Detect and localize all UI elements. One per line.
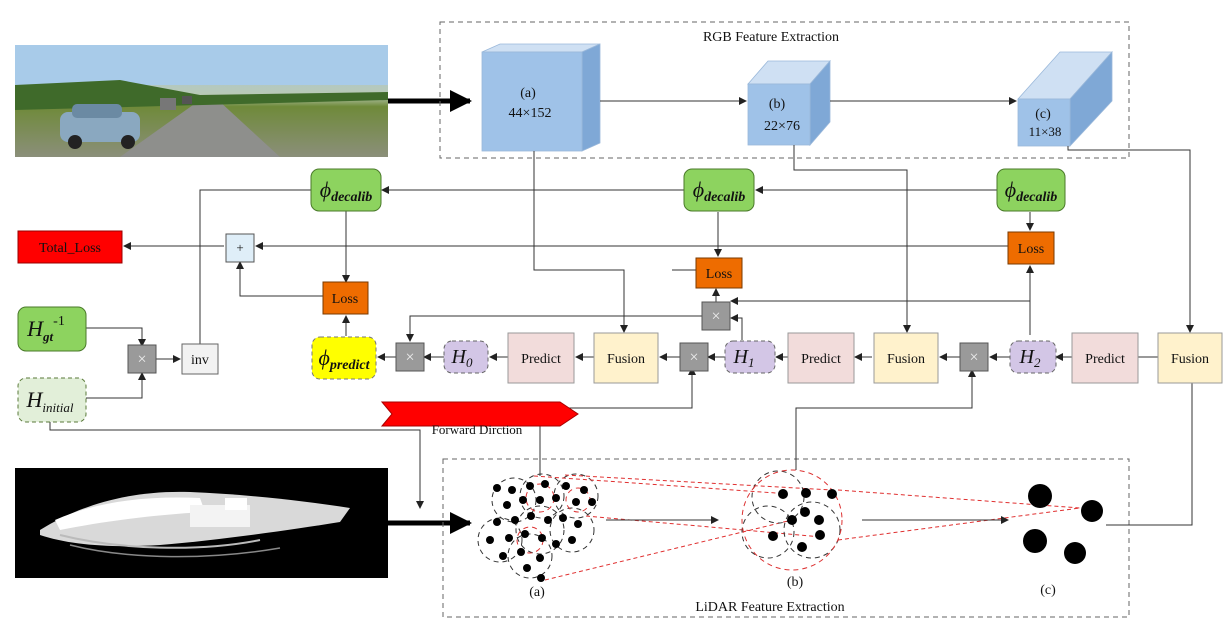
lidar-label-c: (c) <box>1040 583 1056 598</box>
block-b-size: 22×76 <box>764 119 800 134</box>
block-b-letter: (b) <box>769 97 786 112</box>
loss-box-1 <box>322 281 369 315</box>
sum-symbol: + <box>236 240 243 255</box>
lidar-projection-lines-bc <box>837 489 1081 541</box>
fusion-label: Fusion <box>607 352 645 367</box>
svg-text:H1: H1 <box>733 346 755 370</box>
phi-subscript: decalib <box>1016 190 1057 205</box>
multiply-node-1 <box>679 342 709 372</box>
sum-node <box>225 233 255 263</box>
multiply-symbol: × <box>711 308 720 325</box>
forward-direction-label: Forward Dirction <box>432 422 523 437</box>
block-a-size: 44×152 <box>509 106 552 121</box>
lidar-panel-title: LiDAR Feature Extraction <box>695 600 844 615</box>
lidar-cluster-b: (b) <box>741 469 843 590</box>
h0-base: H <box>451 346 468 368</box>
predict-label: Predict <box>521 352 561 367</box>
multiply-node-0 <box>395 342 425 372</box>
lidar-cluster-a: (a) <box>477 473 599 600</box>
svg-text:Hgt-1: Hgt-1 <box>26 314 65 344</box>
block-a-letter: (a) <box>520 86 536 101</box>
rgb-feature-block-c: (c) 11×38 <box>1017 50 1113 148</box>
svg-text:Hinitial: Hinitial <box>26 387 74 415</box>
loss-label-3: Loss <box>1018 242 1044 257</box>
inverse-node <box>181 343 219 375</box>
phi-predict-node <box>311 336 377 380</box>
lidar-projection-lines-ab <box>533 474 833 581</box>
lidar-point-cloud-image <box>15 468 388 578</box>
phi-symbol: ϕ <box>320 177 331 202</box>
lidar-cluster-c <box>1023 484 1103 564</box>
fusion-label: Fusion <box>1171 352 1209 367</box>
rgb-panel-title: RGB Feature Extraction <box>703 30 839 45</box>
phi-decalib-node-2: ϕdecalib <box>683 168 755 212</box>
h-initial-sub: initial <box>42 400 73 415</box>
h2-sub: 2 <box>1034 355 1041 370</box>
block-c-size: 11×38 <box>1029 124 1062 139</box>
multiply-symbol: × <box>969 349 978 366</box>
predict-label: Predict <box>1085 352 1125 367</box>
svg-text:ϕdecalib: ϕdecalib <box>320 177 373 205</box>
phi-decalib-node-1: ϕdecalib <box>310 168 382 212</box>
svg-text:ϕpredict: ϕpredict <box>318 345 370 373</box>
h1-node <box>724 340 776 374</box>
fusion-label: Fusion <box>887 352 925 367</box>
phi-subscript: decalib <box>331 190 372 205</box>
lidar-label-b: (b) <box>787 575 804 590</box>
forward-direction-arrow <box>380 401 579 427</box>
rgb-feature-block-b: (b) 22×76 <box>747 59 831 147</box>
block-c-letter: (c) <box>1035 107 1051 122</box>
h1-base: H <box>733 346 750 368</box>
total-loss-label: Total_Loss <box>39 241 101 256</box>
phi-symbol: ϕ <box>693 177 704 202</box>
fusion-node-3 <box>1157 332 1223 384</box>
multiply-node-gt <box>127 344 157 374</box>
multiply-node-2 <box>959 342 989 372</box>
h2-node <box>1009 340 1057 374</box>
svg-text:ϕdecalib: ϕdecalib <box>693 177 746 205</box>
predict-node-1 <box>507 332 575 384</box>
svg-text:H0: H0 <box>451 346 473 370</box>
h-gt-sup: -1 <box>53 314 65 329</box>
predict-node-2 <box>787 332 855 384</box>
phi-decalib-node-3: ϕdecalib <box>996 168 1066 212</box>
multiply-symbol: × <box>689 349 698 366</box>
h2-base: H <box>1019 346 1036 368</box>
h-gt-sub: gt <box>42 329 54 344</box>
phi-subscript: decalib <box>704 190 745 205</box>
loss-label-2: Loss <box>706 267 732 282</box>
fusion-node-2 <box>873 332 939 384</box>
total-loss-box <box>17 230 123 264</box>
loss-box-2 <box>695 257 743 289</box>
phi-symbol: ϕ <box>1005 177 1016 202</box>
lidar-feature-extraction-panel <box>442 458 1130 618</box>
phi-predict-symbol: ϕ <box>318 345 329 370</box>
rgb-camera-image <box>15 45 388 157</box>
multiply-symbol: × <box>405 349 414 366</box>
inverse-label: inv <box>191 353 209 368</box>
rgb-feature-block-a: (a) 44×152 <box>481 43 601 152</box>
h0-node <box>443 340 489 374</box>
multiply-node-loss <box>701 301 731 331</box>
loss-label-1: Loss <box>332 292 358 307</box>
predict-node-3 <box>1071 332 1139 384</box>
h-initial-base: H <box>26 387 44 412</box>
multiply-symbol: × <box>137 351 146 368</box>
fusion-node-1 <box>593 332 659 384</box>
h0-sub: 0 <box>466 355 473 370</box>
loss-box-3 <box>1007 231 1055 265</box>
h-gt-base: H <box>26 316 44 341</box>
lidar-label-a: (a) <box>529 585 545 600</box>
h1-sub: 1 <box>748 355 755 370</box>
predict-label: Predict <box>801 352 841 367</box>
svg-text:ϕdecalib: ϕdecalib <box>1005 177 1058 205</box>
h-gt-inverse-node <box>17 306 87 352</box>
h-initial-node <box>17 377 87 423</box>
rgb-feature-extraction-panel <box>439 21 1130 159</box>
svg-text:H2: H2 <box>1019 346 1041 370</box>
phi-predict-subscript: predict <box>329 358 371 373</box>
